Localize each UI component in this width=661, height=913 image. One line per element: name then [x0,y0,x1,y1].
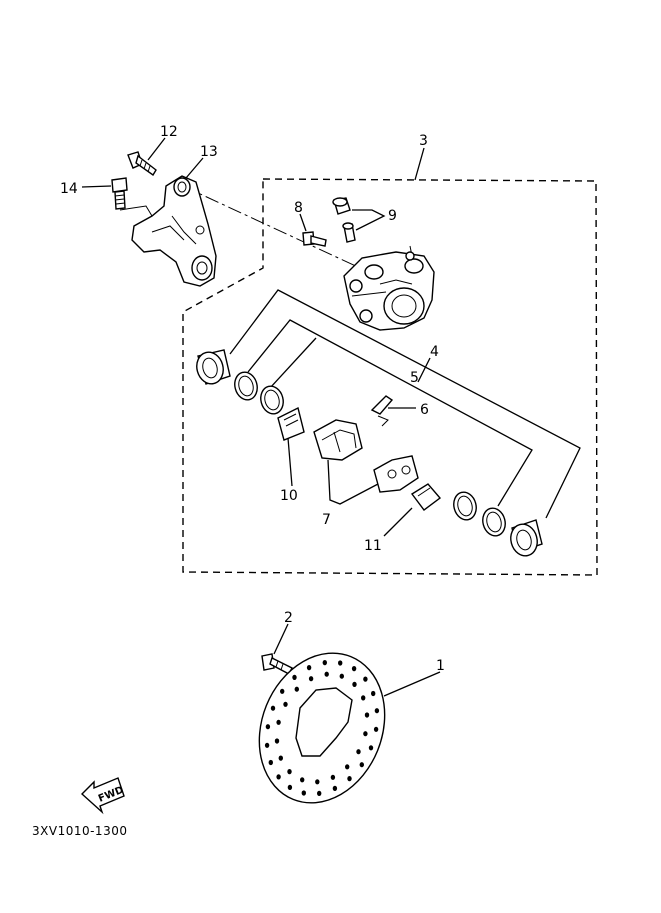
fwd-arrow-icon: FWD [80,777,125,815]
disc-hole [371,690,376,697]
part-9-bleed-screw [332,197,356,243]
part-10-pad-spring [277,406,305,441]
disc-hole [287,784,293,791]
part-2-disc-bolt [261,653,293,675]
disc-hole [283,701,288,707]
disc-hole [280,688,285,694]
leader-4-mid [417,357,431,383]
leader-14 [81,185,112,188]
leader-11 [383,507,413,537]
leader-1 [383,671,441,697]
disc-hole [322,660,327,666]
caliper-assembly-boundary [182,178,598,576]
disc-hole [374,708,380,714]
part-4-piston-right [510,519,543,557]
disc-hole [324,671,329,677]
disc-hole [332,785,338,792]
brake-pad-left [313,419,363,461]
part-5-seal-right-b [482,507,506,537]
disc-hole [356,749,361,755]
callout-11: 11 [364,538,382,554]
disc-hole [308,676,314,682]
disc-hole [276,719,281,725]
part-13-caliper-bracket [119,175,217,287]
callout-1: 1 [436,658,445,674]
leader-12 [147,137,166,161]
callout-5: 5 [410,370,419,386]
disc-hole [270,705,276,711]
disc-hole [287,769,292,775]
callout-12: 12 [160,124,178,140]
disc-hole [292,674,297,681]
disc-hole [264,742,270,748]
callout-4: 4 [430,344,439,360]
leader-4 [229,289,581,519]
disc-hole [274,738,280,744]
callout-10: 10 [280,488,298,504]
callout-7: 7 [322,512,331,528]
part-14-bolt [111,177,128,210]
caliper-body [343,245,435,331]
disc-hole [361,695,366,701]
part-5-seal-left-a [234,371,258,401]
disc-hole [306,665,312,671]
disc-hole [276,774,281,780]
disc-hole [268,759,273,766]
disc-hole [317,790,322,797]
disc-hole [368,745,374,751]
disc-hole [278,755,283,761]
leader-2 [273,623,289,655]
part-6-retaining-pin [370,395,394,427]
leader-10 [287,437,293,487]
leader-9 [352,209,386,231]
part-8-bolt [302,231,327,247]
part-5-seal-left-b [260,385,284,415]
part-4-piston-left [196,349,231,385]
leader-7 [327,459,379,505]
part-1-brake-disc [258,652,386,804]
leader-8 [299,213,307,232]
disc-hole [315,779,320,785]
disc-hole [301,790,306,796]
disc-hole [359,762,364,768]
disc-hole [265,724,271,730]
callout-8: 8 [294,200,303,216]
callout-9: 9 [388,208,397,224]
disc-hole [339,673,344,679]
disc-hole [364,712,370,718]
part-12-bolt [127,151,157,177]
leader-3 [414,147,425,181]
callout-3: 3 [419,133,428,149]
disc-hole [338,660,343,666]
disc-hole [347,776,352,782]
diagram-code: 3XV1010-1300 [32,824,127,838]
disc-hole [352,681,357,688]
callout-13: 13 [200,144,218,160]
brake-pad-right [373,455,419,493]
disc-hole [330,774,336,780]
disc-hole [373,726,379,732]
axis-line [182,185,361,269]
leader-5 [247,319,533,507]
disc-hole [294,686,299,692]
disc-hole [345,764,350,770]
part-11-pad-spring [410,483,442,511]
callout-14: 14 [60,181,78,197]
callout-6: 6 [420,402,429,418]
callout-2: 2 [284,610,293,626]
disc-hole [363,676,368,682]
disc-hole [351,666,357,672]
leader-5-left [269,337,317,389]
disc-hole [300,777,305,783]
disc-hole [363,731,368,737]
leader-13 [185,157,204,179]
part-5-seal-right-a [453,491,477,521]
